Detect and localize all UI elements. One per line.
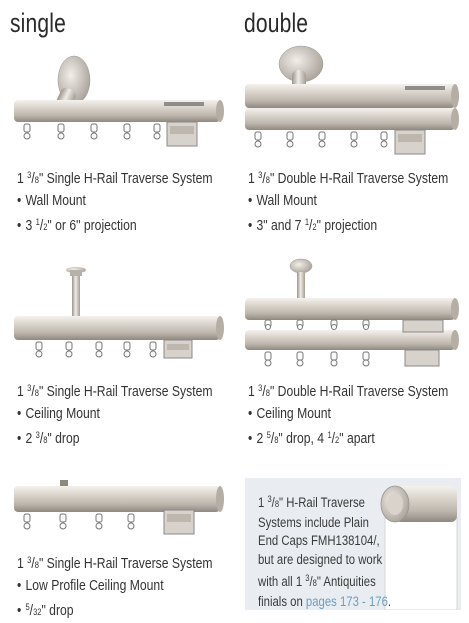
product-desc-single-ceiling: 1 3/8" Single H-Rail Traverse System Cei… xyxy=(17,378,213,451)
pages-link[interactable]: pages 173 - 176 xyxy=(305,593,388,609)
note-text: 1 3/8" H-Rail Traverse Systems include P… xyxy=(258,494,392,609)
end-cap-note-box: 1 3/8" H-Rail Traverse Systems include P… xyxy=(245,478,461,610)
bullet-drop: 5/32" drop xyxy=(17,597,213,623)
product-title: 1 3/8" Single H-Rail Traverse System xyxy=(17,170,213,187)
single-wall-rail-illustration xyxy=(14,55,224,147)
heading-single: single xyxy=(10,8,66,38)
bullet-mount: Ceiling Mount xyxy=(248,404,448,425)
product-desc-single-low-profile: 1 3/8" Single H-Rail Traverse System Low… xyxy=(17,550,213,623)
heading-double: double xyxy=(244,8,309,38)
bullet-mount: Ceiling Mount xyxy=(17,404,213,425)
product-desc-double-wall: 1 3/8" Double H-Rail Traverse System Wal… xyxy=(248,165,448,238)
bullet-mount: Low Profile Ceiling Mount xyxy=(17,576,213,597)
product-image-single-wall xyxy=(14,54,224,154)
bullet-mount: Wall Mount xyxy=(17,191,213,212)
double-wall-rail-illustration xyxy=(245,45,459,155)
product-image-double-ceiling xyxy=(245,258,459,370)
double-ceiling-rail-illustration xyxy=(245,258,459,367)
single-ceiling-rail-illustration xyxy=(14,267,224,359)
product-image-single-low-profile xyxy=(14,480,224,544)
product-title: 1 3/8" Double H-Rail Traverse System xyxy=(248,383,449,400)
product-title: 1 3/8" Double H-Rail Traverse System xyxy=(248,170,449,187)
end-cap-illustration xyxy=(380,485,458,610)
bullet-mount: Wall Mount xyxy=(248,191,448,212)
bullet-projection: 3" and 7 1/2" projection xyxy=(248,212,448,238)
product-image-double-wall xyxy=(245,45,459,158)
low-profile-rail-illustration xyxy=(14,480,224,535)
product-title: 1 3/8" Single H-Rail Traverse System xyxy=(17,555,213,572)
bullet-drop-apart: 2 5/8" drop, 4 1/2" apart xyxy=(248,425,448,451)
product-desc-double-ceiling: 1 3/8" Double H-Rail Traverse System Cei… xyxy=(248,378,448,451)
bullet-drop: 2 3/8" drop xyxy=(17,425,213,451)
bullet-projection: 3 1/2" or 6" projection xyxy=(17,212,213,238)
product-title: 1 3/8" Single H-Rail Traverse System xyxy=(17,383,213,400)
product-desc-single-wall: 1 3/8" Single H-Rail Traverse System Wal… xyxy=(17,165,213,238)
product-image-single-ceiling xyxy=(14,264,224,362)
